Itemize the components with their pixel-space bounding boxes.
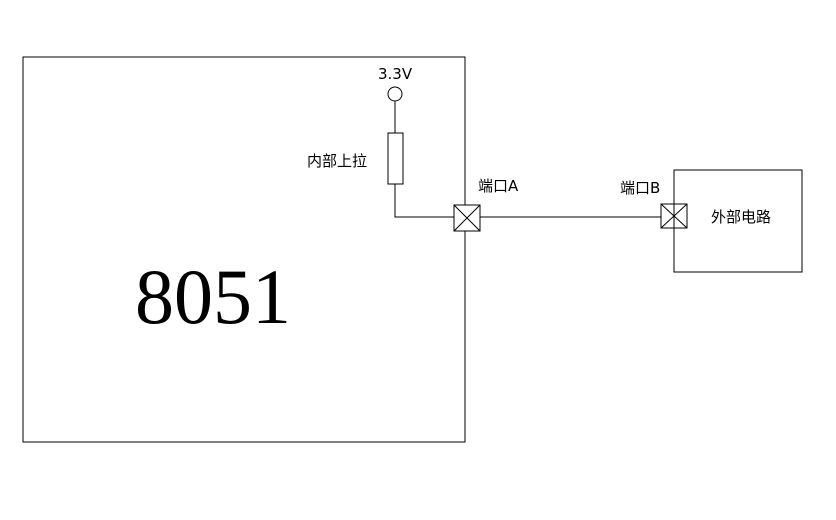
chip-8051-label: 8051 [135,253,291,340]
pullup-resistor [387,132,404,185]
port-b-label: 端口B [620,179,660,197]
external-circuit-label: 外部电路 [711,208,771,226]
supply-voltage-label: 3.3V [378,65,413,83]
external-circuit-box [673,169,803,273]
chip-8051-box [22,56,466,443]
pullup-label: 内部上拉 [307,152,367,170]
port-a-label: 端口A [478,177,519,195]
supply-terminal [387,86,403,102]
port-a-terminal [453,204,481,232]
pullup-to-port-a-wire [394,184,454,218]
